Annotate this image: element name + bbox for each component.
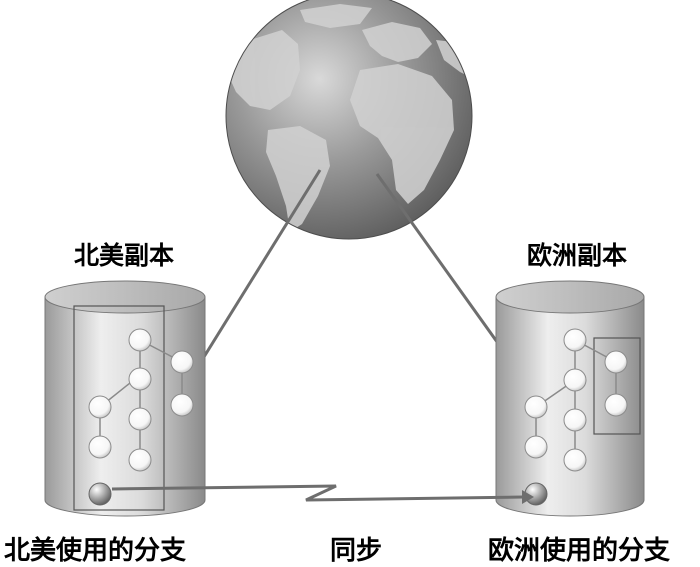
eu-branch-box (593, 337, 641, 435)
na-branch-box (73, 305, 165, 511)
sync-arrow (111, 484, 534, 504)
commit-node (128, 328, 152, 352)
commit-node (170, 393, 194, 417)
na-replica-label: 北美副本 (74, 241, 175, 270)
commit-node (604, 350, 628, 374)
commit-node (170, 350, 194, 374)
eu-branch-label: 欧洲使用的分支 (488, 536, 671, 566)
commit-node (128, 407, 152, 431)
commit-node (524, 395, 548, 419)
commit-node (128, 367, 152, 391)
na-commit-nodes (88, 328, 194, 472)
na-sync-origin-node (88, 482, 112, 506)
na-branch-label: 北美使用的分支 (4, 536, 187, 566)
eu-database-cylinder-icon (495, 280, 645, 517)
commit-node (524, 435, 548, 459)
eu-replica-label: 欧洲副本 (527, 241, 628, 270)
commit-node (563, 448, 587, 472)
na-database-cylinder-icon (44, 280, 206, 517)
commit-node (88, 395, 112, 419)
commit-node (563, 408, 587, 432)
commit-node (88, 435, 112, 459)
sync-label: 同步 (330, 536, 383, 566)
globe-icon (225, 0, 473, 240)
eu-commit-nodes (524, 328, 628, 472)
commit-node (128, 448, 152, 472)
commit-node (563, 368, 587, 392)
commit-node (604, 393, 628, 417)
commit-node (563, 328, 587, 352)
